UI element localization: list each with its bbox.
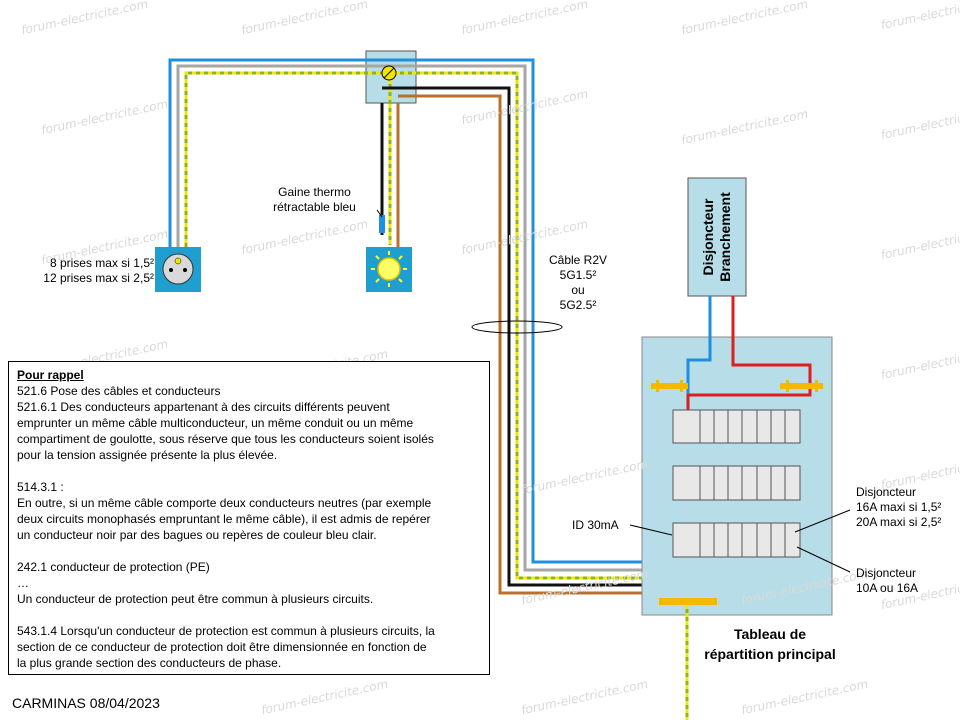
neutral-bar (651, 383, 688, 389)
branch-breaker-box (687, 177, 747, 297)
author-credit: CARMINAS 08/04/2023 (12, 695, 160, 711)
leader-breaker-16 (794, 509, 851, 533)
cable-marker (471, 320, 563, 334)
note-section-2: 514.3.1 :En outre, si un même câble comp… (17, 480, 432, 542)
id-label: ID 30mA (572, 518, 619, 532)
note-title: Pour rappel (17, 368, 84, 382)
leader-id (629, 524, 673, 536)
wire-grey (176, 64, 373, 250)
leader-breaker-10 (796, 546, 851, 573)
phase-bar (780, 383, 823, 389)
supply-red (686, 296, 812, 410)
breaker-row-1 (672, 409, 801, 444)
note-section-3: 242.1 conducteur de protection (PE)… Un … (17, 560, 374, 606)
breaker-row-3 (672, 522, 801, 558)
wire-pe-main (388, 71, 674, 600)
breaker-row-2 (672, 465, 801, 501)
earth-bar (659, 598, 717, 605)
note-section-4: 543.1.4 Lorsqu'un conducteur de protecti… (17, 624, 435, 670)
reminder-note: Pour rappel 521.6 Pose des câbles et con… (8, 361, 490, 675)
wire-pe-socket-b (184, 71, 388, 250)
blue-sleeve (379, 215, 385, 233)
wire-blue (168, 58, 373, 250)
